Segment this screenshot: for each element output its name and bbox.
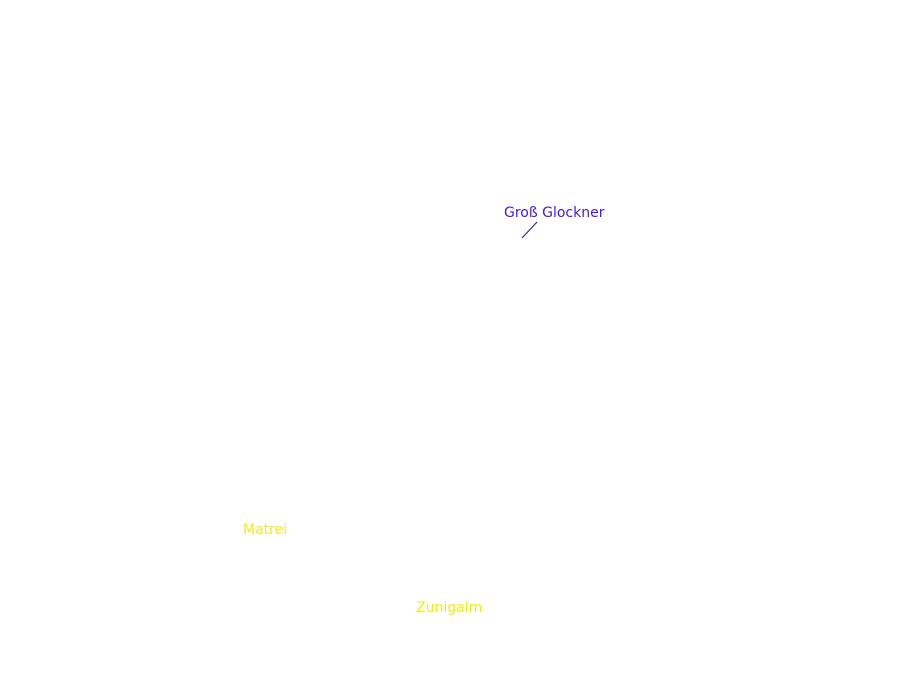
place-label-zunigalm: Zunigalm bbox=[416, 600, 483, 616]
peak-label-gross-glockner: Groß Glockner bbox=[504, 205, 605, 221]
place-label-matrei: Matrei bbox=[243, 522, 288, 538]
